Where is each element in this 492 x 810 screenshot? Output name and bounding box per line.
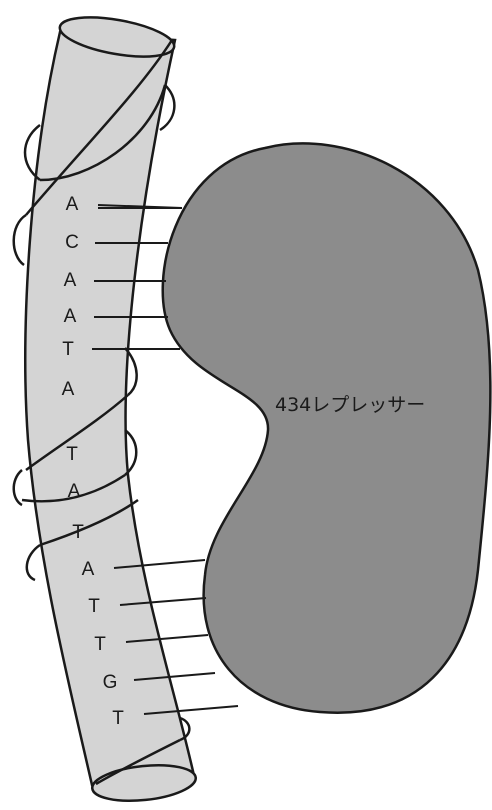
base-label: A — [64, 306, 77, 327]
dna-strand — [27, 545, 40, 580]
base-label: C — [65, 232, 79, 253]
base-label: T — [72, 522, 84, 543]
repressor-protein — [163, 143, 491, 712]
base-label: A — [68, 481, 81, 502]
protein-label: 434レプレッサー — [275, 394, 425, 416]
base-label: A — [62, 379, 75, 400]
base-label: A — [82, 559, 95, 580]
base-label: T — [112, 708, 124, 729]
base-label: T — [66, 444, 78, 465]
base-label: A — [64, 270, 77, 291]
dna-strand — [14, 470, 22, 505]
base-label: T — [94, 634, 106, 655]
dna-strand — [14, 215, 26, 265]
base-label: T — [88, 596, 100, 617]
base-label: T — [62, 339, 74, 360]
base-label: G — [103, 672, 118, 693]
base-label: A — [66, 194, 79, 215]
